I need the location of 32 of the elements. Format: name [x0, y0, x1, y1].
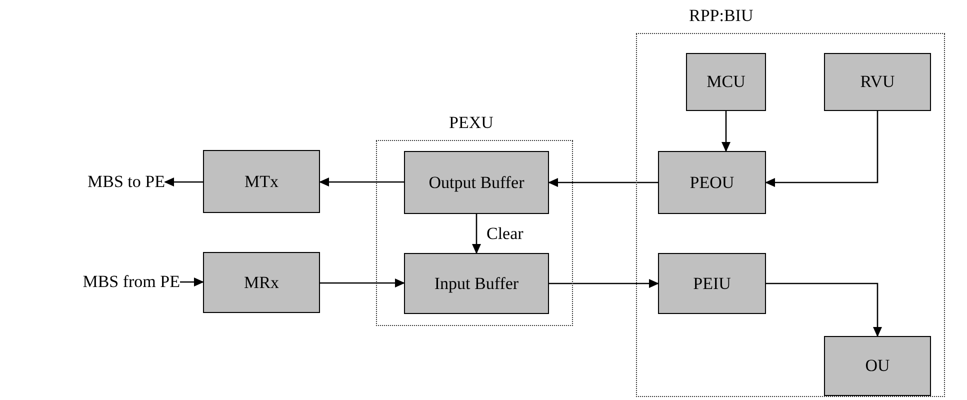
box-label: Input Buffer	[434, 274, 519, 294]
box-label: Output Buffer	[428, 172, 524, 192]
box-label: MRx	[244, 272, 279, 292]
arrow	[766, 282, 882, 337]
process-box	[824, 336, 931, 396]
arrow	[548, 178, 658, 187]
process-box	[203, 150, 320, 213]
arrow	[164, 178, 203, 186]
process-box	[404, 151, 549, 214]
process-box	[404, 253, 549, 314]
arrow	[765, 111, 878, 187]
process-box	[824, 53, 931, 111]
box-label: RVU	[860, 72, 895, 92]
box-label: MTx	[244, 172, 278, 192]
box-label: PEIU	[693, 274, 731, 294]
box-label: MCU	[706, 72, 746, 92]
arrow	[549, 279, 659, 288]
group-title: RPP:BIU	[689, 6, 754, 26]
process-box	[203, 252, 320, 313]
arrow	[180, 278, 204, 286]
signal-label: MBS to PE	[88, 171, 165, 193]
process-box	[658, 151, 766, 214]
signal-label: MBS from PE	[82, 271, 180, 293]
arrow	[320, 278, 405, 288]
arrow	[472, 214, 481, 254]
process-box	[686, 53, 766, 111]
arrow	[319, 178, 404, 186]
process-box	[658, 253, 766, 314]
box-label: OU	[865, 356, 890, 376]
arrow	[722, 111, 730, 152]
box-label: PEOU	[690, 172, 734, 192]
group-title: PEXU	[449, 113, 494, 133]
